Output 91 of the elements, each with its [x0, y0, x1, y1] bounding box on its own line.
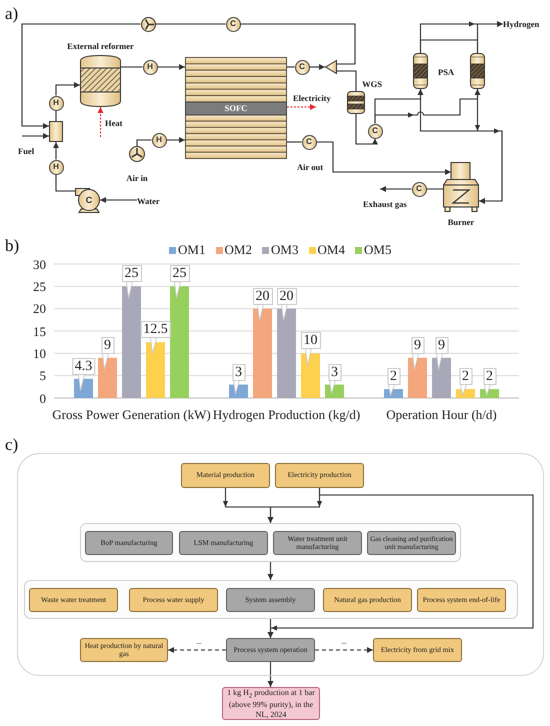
panel-label: b) [5, 236, 20, 255]
connector-line [420, 39, 478, 53]
data-label: 20 [276, 288, 296, 305]
heat-exchanger-symbol: C [226, 16, 240, 32]
arrow [53, 142, 59, 160]
dashed-arrow [315, 647, 373, 653]
arrow [268, 619, 274, 638]
axis-tick-label: 5 [40, 368, 46, 384]
heat-exchanger-symbol: C [368, 124, 382, 138]
mixer-symbol [49, 121, 63, 142]
process-box: 1 kg H$_{2}$ production at 1 bar (above 99% purity), in the NL, 2024 [222, 687, 320, 720]
arrow [476, 89, 503, 204]
arrow [21, 23, 140, 129]
arrow [374, 89, 480, 124]
connector-line [121, 66, 142, 68]
arrow [100, 197, 137, 203]
data-label: 20 [252, 288, 272, 305]
stream-label: Electricity [293, 93, 337, 107]
arrow [355, 114, 378, 145]
legend-label: OM4 [318, 242, 345, 257]
connector-line [426, 188, 443, 190]
data-label: 10 [300, 332, 320, 350]
legend-label: OM5 [364, 242, 392, 257]
connector-line [240, 23, 356, 65]
stream-label: Air out [297, 162, 324, 172]
data-label: 25 [122, 265, 142, 282]
connector-line [55, 110, 57, 121]
connector-line [136, 139, 152, 146]
category-label: Gross Power Generation (kW) [52, 407, 211, 422]
pump-symbol: C [75, 187, 100, 213]
data-label: 12.5 [140, 321, 171, 338]
connector-line [337, 70, 357, 91]
legend-label: OM2 [224, 242, 252, 257]
stream-label: Exhaust gas [363, 189, 411, 209]
arrow [316, 141, 451, 175]
stream-label: Hydrogen [503, 18, 547, 30]
axis-tick-label: 30 [33, 256, 46, 272]
heat-exchanger-symbol: C [412, 182, 426, 196]
dashed-arrow [168, 647, 226, 653]
category-label: Operation Hour (h/d) [386, 407, 497, 422]
arrow [22, 133, 49, 139]
arrow [268, 662, 274, 687]
category-label: Hydrogen Production (kg/d) [212, 407, 360, 422]
group-panel [80, 523, 461, 562]
data-label: 9 [435, 336, 448, 354]
stream-label: Air in [125, 173, 149, 183]
data-label: 9 [411, 336, 424, 354]
heat-exchanger-symbol: H [142, 60, 158, 74]
arrow [310, 64, 325, 70]
dashed-arrow [98, 107, 104, 137]
fuel-cell-stack: SOFC [185, 57, 287, 159]
connector-line [287, 66, 294, 68]
component-label: PSA [438, 67, 454, 77]
axis-tick-label: 20 [33, 301, 46, 316]
arrow [158, 64, 185, 70]
heat-exchanger-symbol: C [302, 134, 316, 150]
component-label: External reformer [66, 41, 135, 51]
fan-icon [140, 16, 156, 32]
heat-exchanger-symbol: H [152, 132, 166, 148]
arrow [268, 562, 274, 580]
group-panel [24, 580, 518, 619]
system-boundary-frame [17, 453, 544, 676]
arrow [380, 186, 412, 192]
heat-exchanger-symbol: C [294, 60, 310, 74]
component-label: Burner [446, 217, 476, 227]
connector-line [287, 141, 302, 143]
axis-tick-label: 25 [33, 278, 46, 294]
data-label: 25 [170, 265, 190, 282]
data-label: 9 [101, 336, 114, 354]
splitter-symbol [325, 60, 337, 74]
axis-tick-label: 10 [33, 346, 46, 361]
dashed-arrow [287, 104, 316, 110]
heat-exchanger-symbol: H [48, 160, 64, 174]
axis-tick-label: 15 [33, 324, 46, 338]
stream-label: Fuel [18, 146, 34, 156]
legend-label: OM3 [271, 242, 298, 257]
data-label: 4.3 [72, 358, 96, 375]
adsorption-column [413, 53, 428, 89]
stream-label: Heat [105, 118, 122, 128]
arrow [166, 137, 185, 143]
panel-label: a) [5, 4, 18, 23]
axis-tick-label: 0 [40, 390, 46, 406]
arrow [55, 82, 80, 96]
component-label: WGS [361, 79, 383, 89]
stream-label: Water [137, 195, 165, 207]
panel-label: c) [5, 435, 18, 454]
adsorption-column [470, 53, 485, 89]
heat-exchanger-symbol: H [48, 96, 64, 110]
connector-line [156, 23, 226, 25]
connector-line [55, 174, 75, 192]
legend-label: OM1 [178, 242, 206, 257]
